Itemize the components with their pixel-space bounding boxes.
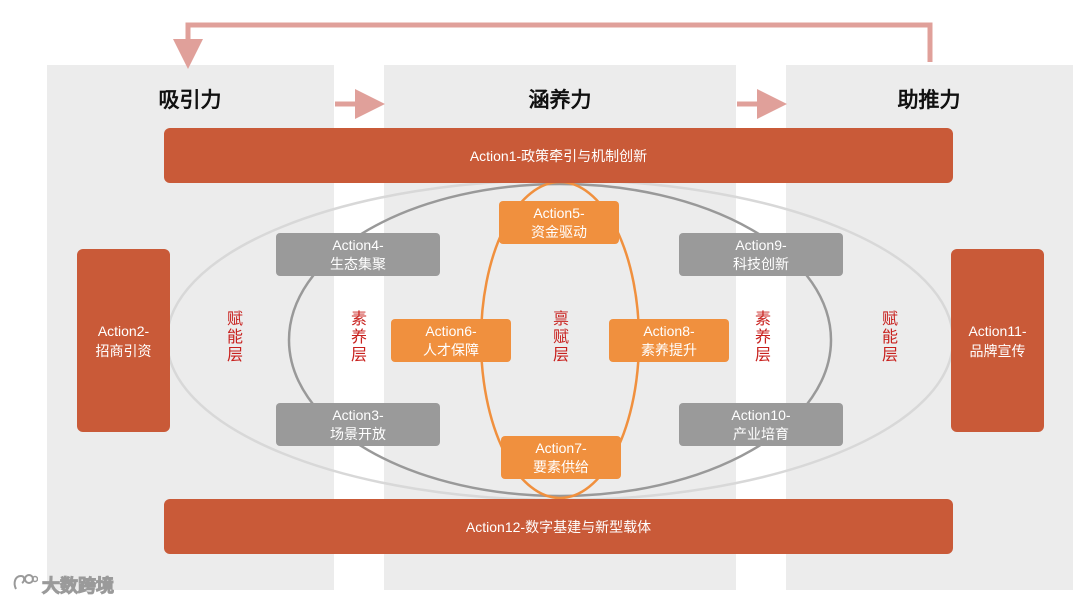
box-action11-line1: Action11- [968,322,1027,339]
label-enabling-layer-left: 赋能层 [224,310,241,364]
box-action5-line2: 资金驱动 [531,223,587,240]
watermark-logo-icon [12,573,39,598]
box-action5-line1: Action5- [533,204,585,221]
label-literacy-layer-right: 素养层 [752,310,769,364]
bar-action1: Action1-政策牵引与机制创新 [164,128,953,183]
bar-action12: Action12-数字基建与新型载体 [164,499,953,554]
box-action3-line2: 场景开放 [330,425,386,442]
label-literacy-layer-left: 素养层 [348,310,365,364]
box-action9-line2: 科技创新 [733,255,789,272]
box-action7: Action7- 要素供给 [501,436,621,479]
box-action11: Action11- 品牌宣传 [951,249,1044,432]
label-enabling-layer-right: 赋能层 [879,310,896,364]
label-endowment-layer: 禀赋层 [550,310,567,364]
box-action3-line1: Action3- [332,406,384,423]
feedback-arrow [173,22,933,69]
box-action5: Action5- 资金驱动 [499,201,619,244]
box-action10: Action10- 产业培育 [679,403,843,446]
box-action10-line1: Action10- [731,406,791,423]
watermark: 大数跨境 [12,572,115,598]
box-action6: Action6- 人才保障 [391,319,511,362]
box-action7-line2: 要素供给 [533,458,589,475]
column-title-center: 涵养力 [528,89,592,112]
box-action7-line1: Action7- [535,439,587,456]
box-action4-line1: Action4- [332,236,384,253]
box-action8-line1: Action8- [643,322,695,339]
box-action10-line2: 产业培育 [733,425,789,442]
box-action8-line2: 素养提升 [641,341,697,358]
column-title-left: 吸引力 [158,89,222,112]
box-action2: Action2- 招商引资 [77,249,170,432]
box-action3: Action3- 场景开放 [276,403,440,446]
box-action11-line2: 品牌宣传 [969,342,1026,359]
box-action4-line2: 生态集聚 [330,255,386,272]
box-action8: Action8- 素养提升 [609,319,729,362]
box-action9: Action9- 科技创新 [679,233,843,276]
box-action6-line2: 人才保障 [423,341,479,358]
box-action2-line2: 招商引资 [95,342,152,359]
watermark-text: 大数跨境 [42,576,115,597]
box-action6-line1: Action6- [425,322,477,339]
middle-ellipse [287,182,833,498]
box-action2-line1: Action2- [97,322,150,339]
box-action9-line1: Action9- [735,236,787,253]
column-title-right: 助推力 [897,89,961,112]
box-action4: Action4- 生态集聚 [276,233,440,276]
